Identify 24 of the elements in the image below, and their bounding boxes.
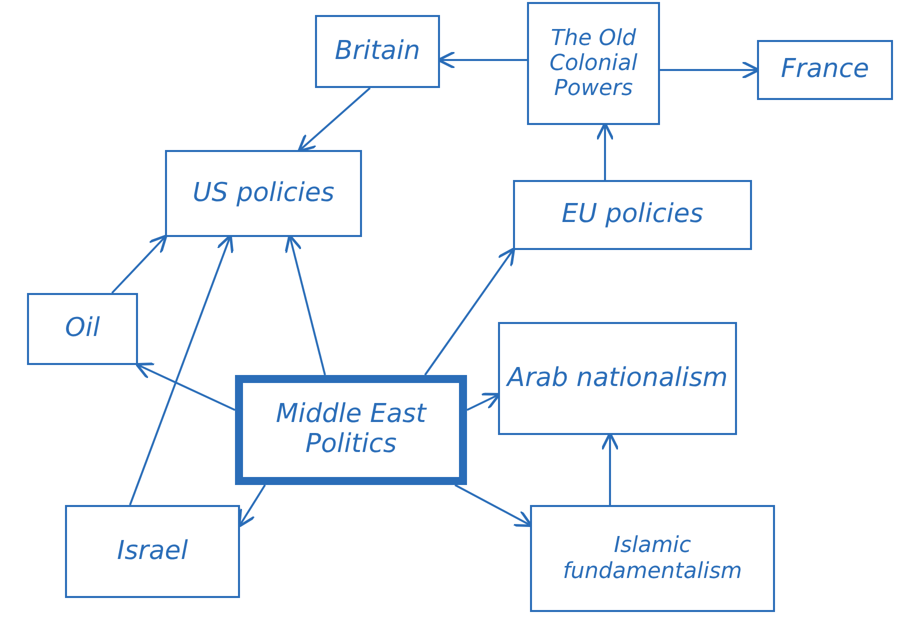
- concept-box: [315, 15, 440, 88]
- box-label: Islamic fundamentalism: [562, 533, 744, 584]
- concept-box: [65, 505, 240, 598]
- concept-box: [513, 180, 752, 250]
- box-label: France: [780, 55, 870, 85]
- box-label: EU policies: [562, 200, 704, 230]
- box-label: US policies: [192, 178, 334, 208]
- box-label: Oil: [65, 314, 100, 344]
- box-label: Arab nationalism: [507, 364, 728, 394]
- box-label: Middle East Politics: [274, 400, 428, 460]
- arrow: [424, 247, 516, 376]
- concept-box: [235, 375, 467, 485]
- arrow: [111, 234, 168, 294]
- concept-box: [530, 505, 775, 612]
- concept-box: [527, 2, 660, 125]
- concept-box: [757, 40, 893, 100]
- concept-box: [27, 293, 138, 365]
- box-label: Britain: [334, 36, 420, 66]
- concept-box: [165, 150, 362, 237]
- arrow: [298, 87, 371, 152]
- concept-box: [498, 322, 737, 435]
- box-label: The Old Colonial Powers: [548, 26, 639, 102]
- box-label: Israel: [116, 536, 188, 566]
- arrow: [135, 362, 236, 411]
